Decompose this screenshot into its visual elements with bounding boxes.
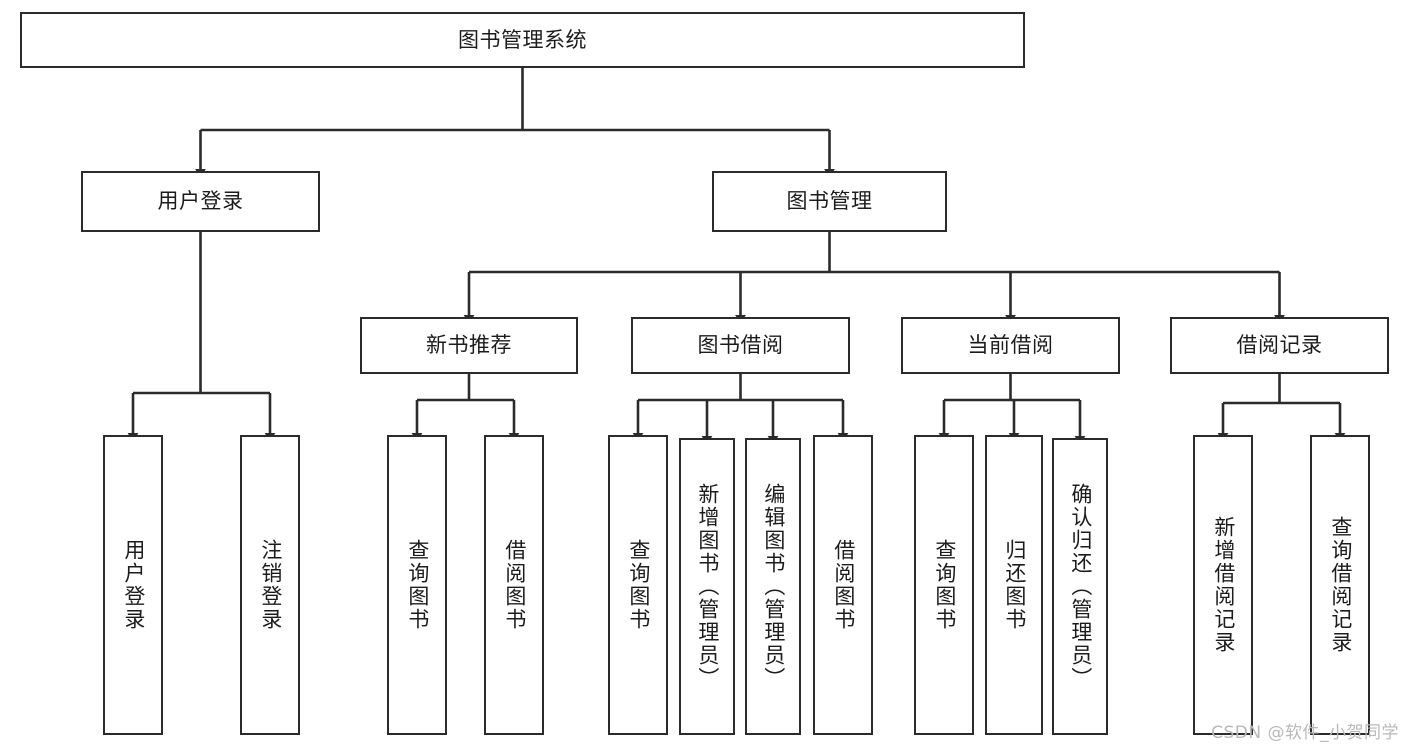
node-leaf-rec-2[interactable]: 查询借阅记录 — [1310, 435, 1370, 735]
node-label: 新增借阅记录 — [1211, 516, 1236, 654]
watermark-text: CSDN @软件_小贺同学 — [1211, 723, 1399, 743]
node-label: 查询图书 — [405, 539, 430, 631]
node-label: 查询借阅记录 — [1328, 516, 1353, 654]
node-label: 图书管理 — [786, 189, 873, 214]
node-label: 用户登录 — [157, 189, 244, 214]
node-label: 查询图书 — [932, 539, 957, 631]
node-label: 归还图书 — [1002, 539, 1027, 631]
node-leaf-borrow-4[interactable]: 借阅图书 — [813, 435, 873, 735]
node-bookmgmt[interactable]: 图书管理 — [712, 171, 947, 232]
node-label: 当前借阅 — [967, 333, 1054, 358]
node-leaf-borrow-1[interactable]: 查询图书 — [608, 435, 668, 735]
node-newbook[interactable]: 新书推荐 — [360, 317, 578, 374]
node-label: 图书借阅 — [697, 333, 784, 358]
node-label: 注销登录 — [258, 539, 283, 631]
node-leaf-new-2[interactable]: 借阅图书 — [484, 435, 544, 735]
node-leaf-cur-1[interactable]: 查询图书 — [914, 435, 974, 735]
node-label: 编辑图书（管理员） — [761, 483, 786, 690]
node-label: 确认归还（管理员） — [1068, 483, 1093, 690]
node-leaf-cur-3[interactable]: 确认归还（管理员） — [1052, 438, 1108, 735]
node-label: 图书管理系统 — [458, 27, 587, 52]
node-label: 新增图书（管理员） — [695, 483, 720, 690]
node-records[interactable]: 借阅记录 — [1170, 317, 1389, 374]
node-label: 借阅记录 — [1236, 333, 1323, 358]
node-leaf-login-1[interactable]: 用户登录 — [103, 435, 163, 735]
node-root[interactable]: 图书管理系统 — [20, 12, 1025, 68]
node-label: 借阅图书 — [502, 539, 527, 631]
node-leaf-borrow-2[interactable]: 新增图书（管理员） — [679, 438, 735, 735]
node-borrow[interactable]: 图书借阅 — [631, 317, 850, 374]
node-label: 借阅图书 — [831, 539, 856, 631]
node-leaf-login-2[interactable]: 注销登录 — [240, 435, 300, 735]
node-label: 新书推荐 — [426, 333, 512, 358]
node-leaf-borrow-3[interactable]: 编辑图书（管理员） — [745, 438, 801, 735]
node-label: 用户登录 — [121, 539, 146, 631]
node-leaf-rec-1[interactable]: 新增借阅记录 — [1193, 435, 1253, 735]
node-login[interactable]: 用户登录 — [81, 171, 320, 232]
node-label: 查询图书 — [626, 539, 651, 631]
node-current[interactable]: 当前借阅 — [901, 317, 1120, 374]
node-leaf-cur-2[interactable]: 归还图书 — [985, 435, 1043, 735]
node-leaf-new-1[interactable]: 查询图书 — [387, 435, 447, 735]
